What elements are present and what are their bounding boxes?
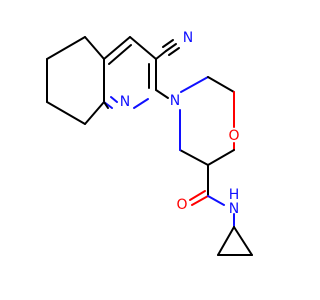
triple-bond: [168, 47, 180, 56]
triple-bond: [165, 43, 177, 52]
atom-label-morpholine-o: O: [228, 128, 239, 144]
bond: [180, 76, 209, 93]
bond: [155, 50, 167, 60]
bond: [207, 76, 235, 93]
atom-label-amide-h: H: [229, 187, 240, 203]
pyridine-ring: [103, 36, 157, 109]
bond: [46, 36, 86, 60]
double-bond-inner: [110, 96, 118, 103]
atom-label-pyridine-n: N: [120, 94, 130, 110]
bond: [207, 195, 225, 206]
atom-label-morpholine-n: N: [170, 93, 180, 109]
carboxamide-group: [189, 164, 235, 228]
bond: [133, 98, 149, 109]
bond: [129, 36, 157, 60]
triple-bond: [162, 39, 174, 48]
bond: [207, 149, 235, 166]
bond: [155, 89, 169, 99]
structure-diagram: N N N O O H N: [46, 30, 253, 256]
bond: [179, 149, 209, 166]
bond: [217, 226, 235, 256]
bond: [103, 101, 109, 109]
double-bond-inner: [108, 44, 132, 65]
morpholine-ring: [179, 76, 235, 166]
atom-label-amide-n: N: [229, 201, 239, 217]
nitrile-group: [155, 39, 180, 60]
bond: [46, 101, 86, 125]
atom-label-nitrile-n: N: [183, 30, 193, 46]
bond: [84, 36, 105, 60]
double-bond: [191, 195, 209, 206]
bond: [84, 101, 105, 125]
cyclohexane-ring: [46, 36, 105, 125]
atom-label-carbonyl-o: O: [176, 197, 187, 213]
bond: [233, 226, 253, 256]
double-bond: [189, 190, 206, 201]
molecule-canvas: N N N O O H N: [46, 30, 253, 256]
cyclopropyl-ring: [217, 226, 253, 256]
bond: [103, 36, 131, 60]
